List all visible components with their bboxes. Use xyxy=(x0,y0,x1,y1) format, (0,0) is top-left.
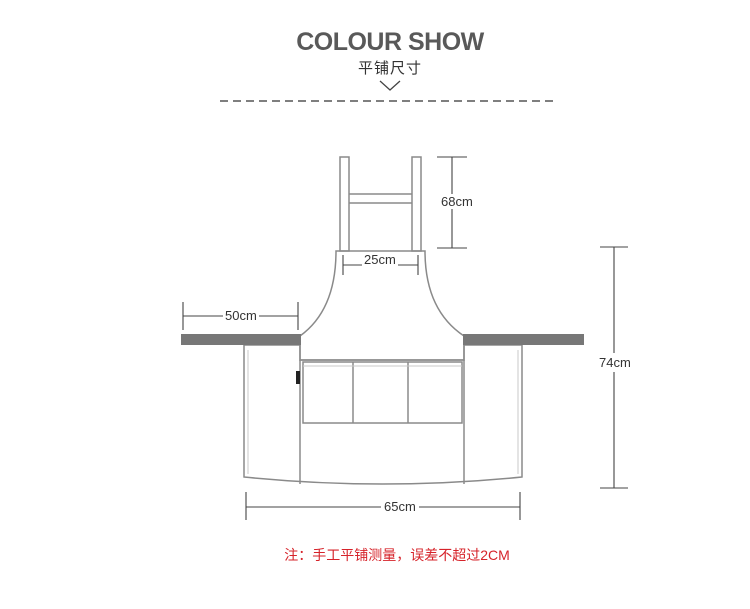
apron-outline xyxy=(243,156,523,485)
front-pocket xyxy=(302,361,463,424)
tie-length-label: 50cm xyxy=(223,308,259,323)
apron-diagram xyxy=(181,156,628,520)
bottom-width-label: 65cm xyxy=(381,499,419,514)
dashed-divider xyxy=(220,100,558,102)
neck-strap-right xyxy=(411,156,422,252)
chevron-down-icon xyxy=(379,80,401,91)
neck-width-label: 25cm xyxy=(362,252,398,267)
neck-strap-left xyxy=(339,156,350,252)
waist-tie-right xyxy=(463,334,584,345)
apron-bib xyxy=(299,250,465,361)
total-length-label: 74cm xyxy=(598,353,632,372)
measurement-note: 注：手工平铺测量，误差不超过2CM xyxy=(284,547,510,563)
strap-length-label: 68cm xyxy=(439,194,475,209)
label-tag xyxy=(296,371,300,384)
waist-tie-left xyxy=(181,334,301,345)
page-title: COLOUR SHOW xyxy=(296,28,484,56)
page-subtitle: 平铺尺寸 xyxy=(357,60,422,77)
